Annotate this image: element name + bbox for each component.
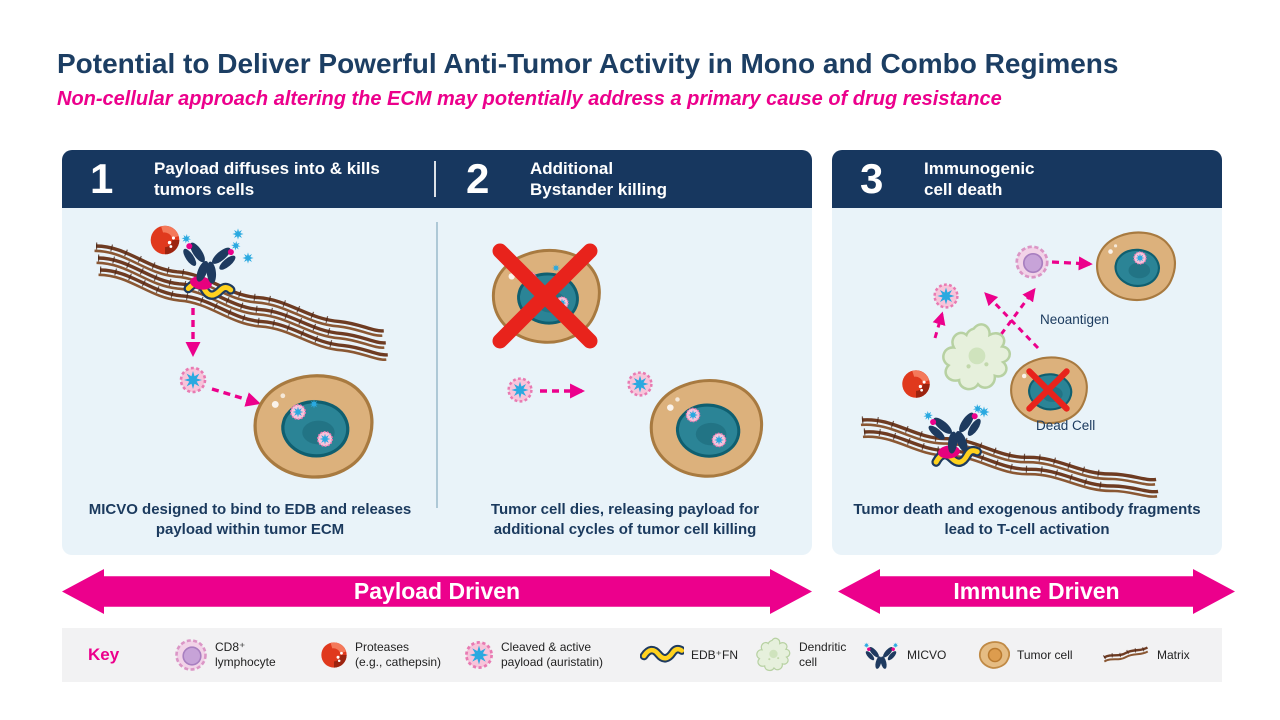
step-2-number: 2 xyxy=(466,155,490,202)
payload-icon xyxy=(507,377,533,403)
payload-icon xyxy=(465,641,493,669)
key-item-proteases: Proteases (e.g., cathepsin) xyxy=(320,640,441,670)
matrix-icon xyxy=(95,255,385,354)
matrix-icon xyxy=(93,243,383,342)
panel-3-illustration xyxy=(832,231,1177,555)
key-item-label: Tumor cell xyxy=(1017,647,1073,662)
tumor-cell-icon xyxy=(253,374,374,479)
page-subtitle: Non-cellular approach altering the ECM m… xyxy=(57,88,1002,110)
key-item-label: payload (auristatin) xyxy=(501,655,604,669)
protease-icon xyxy=(150,225,180,255)
payload-icon xyxy=(711,432,727,448)
dead-cell-label: Dead Cell xyxy=(1036,418,1096,433)
dendritic-cell-icon xyxy=(942,323,1012,391)
panel-1-2-header: 1 Payload diffuses into & kills tumors c… xyxy=(62,150,812,208)
binder-domain xyxy=(190,276,212,290)
key-item-label: (e.g., cathepsin) xyxy=(355,655,442,669)
step-1-caption: MICVO designed to bind to EDB and releas… xyxy=(88,501,412,538)
key-item-dendritic: Dendritic cell xyxy=(756,637,846,673)
key-item-label: Matrix xyxy=(1157,647,1190,662)
step-3-caption: Tumor death and exogenous antibody fragm… xyxy=(853,501,1201,538)
step-3-number: 3 xyxy=(860,155,884,202)
tumor-cell-icon xyxy=(649,379,764,478)
key-item-label: Proteases xyxy=(355,640,410,654)
micvo-antibody-icon xyxy=(862,636,900,674)
payload-star-icon xyxy=(978,406,990,418)
key-item-label: lymphocyte xyxy=(215,655,276,669)
payload-icon xyxy=(317,431,333,447)
payload-icon xyxy=(179,366,207,394)
step-3-scene xyxy=(860,231,1177,504)
cd8-lymphocyte-icon xyxy=(175,639,207,671)
key-item-label: CD8⁺ xyxy=(215,640,246,654)
step-2-heading: Additional Bystander killing xyxy=(530,158,667,199)
payload-icon xyxy=(1133,251,1147,265)
payload-star-icon xyxy=(552,264,560,272)
cd8-lymphocyte-icon xyxy=(1015,245,1049,279)
edb-fn-icon xyxy=(640,642,684,668)
step-3-heading: Immunogenic cell death xyxy=(924,158,1035,199)
panel-1-2-illustration xyxy=(62,222,764,508)
step-1-scene xyxy=(93,225,387,479)
key-label: Key xyxy=(88,645,120,664)
header-divider xyxy=(434,161,436,197)
dashed-arrow xyxy=(211,387,261,407)
key-item-payload: Cleaved & active payload (auristatin) xyxy=(464,640,603,670)
key-item-label: Cleaved & active xyxy=(501,640,592,654)
payload-driven-arrow: Payload Driven xyxy=(62,569,812,614)
payload-star-icon xyxy=(242,252,254,264)
payload-icon xyxy=(627,371,653,397)
key-item-label: MICVO xyxy=(907,647,947,662)
key-item-label: cell xyxy=(799,655,818,669)
key-item-label: Dendritic xyxy=(799,640,847,654)
payload-star-icon xyxy=(232,228,244,240)
key-item-micvo: MICVO xyxy=(862,636,946,674)
protease-icon xyxy=(902,370,930,398)
payload-icon xyxy=(290,404,306,420)
step-2-scene xyxy=(491,250,764,478)
matrix-icon xyxy=(1102,645,1149,663)
key-item-tumor-cell: Tumor cell xyxy=(978,639,1073,671)
key-item-edb-fn: EDB⁺FN xyxy=(640,642,738,668)
page-title: Potential to Deliver Powerful Anti-Tumor… xyxy=(57,48,1119,79)
immune-driven-arrow: Immune Driven xyxy=(838,569,1235,614)
key-legend-bar: Key CD8⁺ lymphocyte Proteases (e.g., cat… xyxy=(62,628,1222,682)
key-item-cd8-lymphocyte: CD8⁺ lymphocyte xyxy=(174,638,276,672)
key-item-label: EDB⁺FN xyxy=(691,647,739,662)
dashed-arrow xyxy=(984,292,1040,350)
tumor-cell-icon xyxy=(978,641,1010,669)
dashed-arrow xyxy=(932,311,946,339)
dendritic-cell-icon xyxy=(756,637,791,672)
matrix-icon xyxy=(97,267,387,366)
panel-3-header: 3 Immunogenic cell death xyxy=(832,150,1222,208)
tumor-cell-icon xyxy=(1095,231,1177,302)
immune-driven-arrow-label: Immune Driven xyxy=(953,578,1120,604)
step-1-heading: Payload diffuses into & kills tumors cel… xyxy=(154,158,380,199)
step-2-caption: Tumor cell dies, releasing payload for a… xyxy=(490,501,760,538)
protease-icon xyxy=(321,642,347,668)
payload-icon xyxy=(933,283,959,309)
payload-driven-arrow-label: Payload Driven xyxy=(353,578,521,604)
dashed-arrow xyxy=(1051,256,1093,271)
neoantigen-label: Neoantigen xyxy=(1040,312,1110,327)
step-1-number: 1 xyxy=(90,155,114,202)
payload-icon xyxy=(685,407,701,423)
matrix-icon xyxy=(862,429,1158,503)
payload-star-icon xyxy=(309,399,319,409)
key-item-matrix: Matrix xyxy=(1102,642,1190,668)
micvo-antibody-icon xyxy=(176,233,241,287)
matrix-icon xyxy=(860,417,1156,491)
